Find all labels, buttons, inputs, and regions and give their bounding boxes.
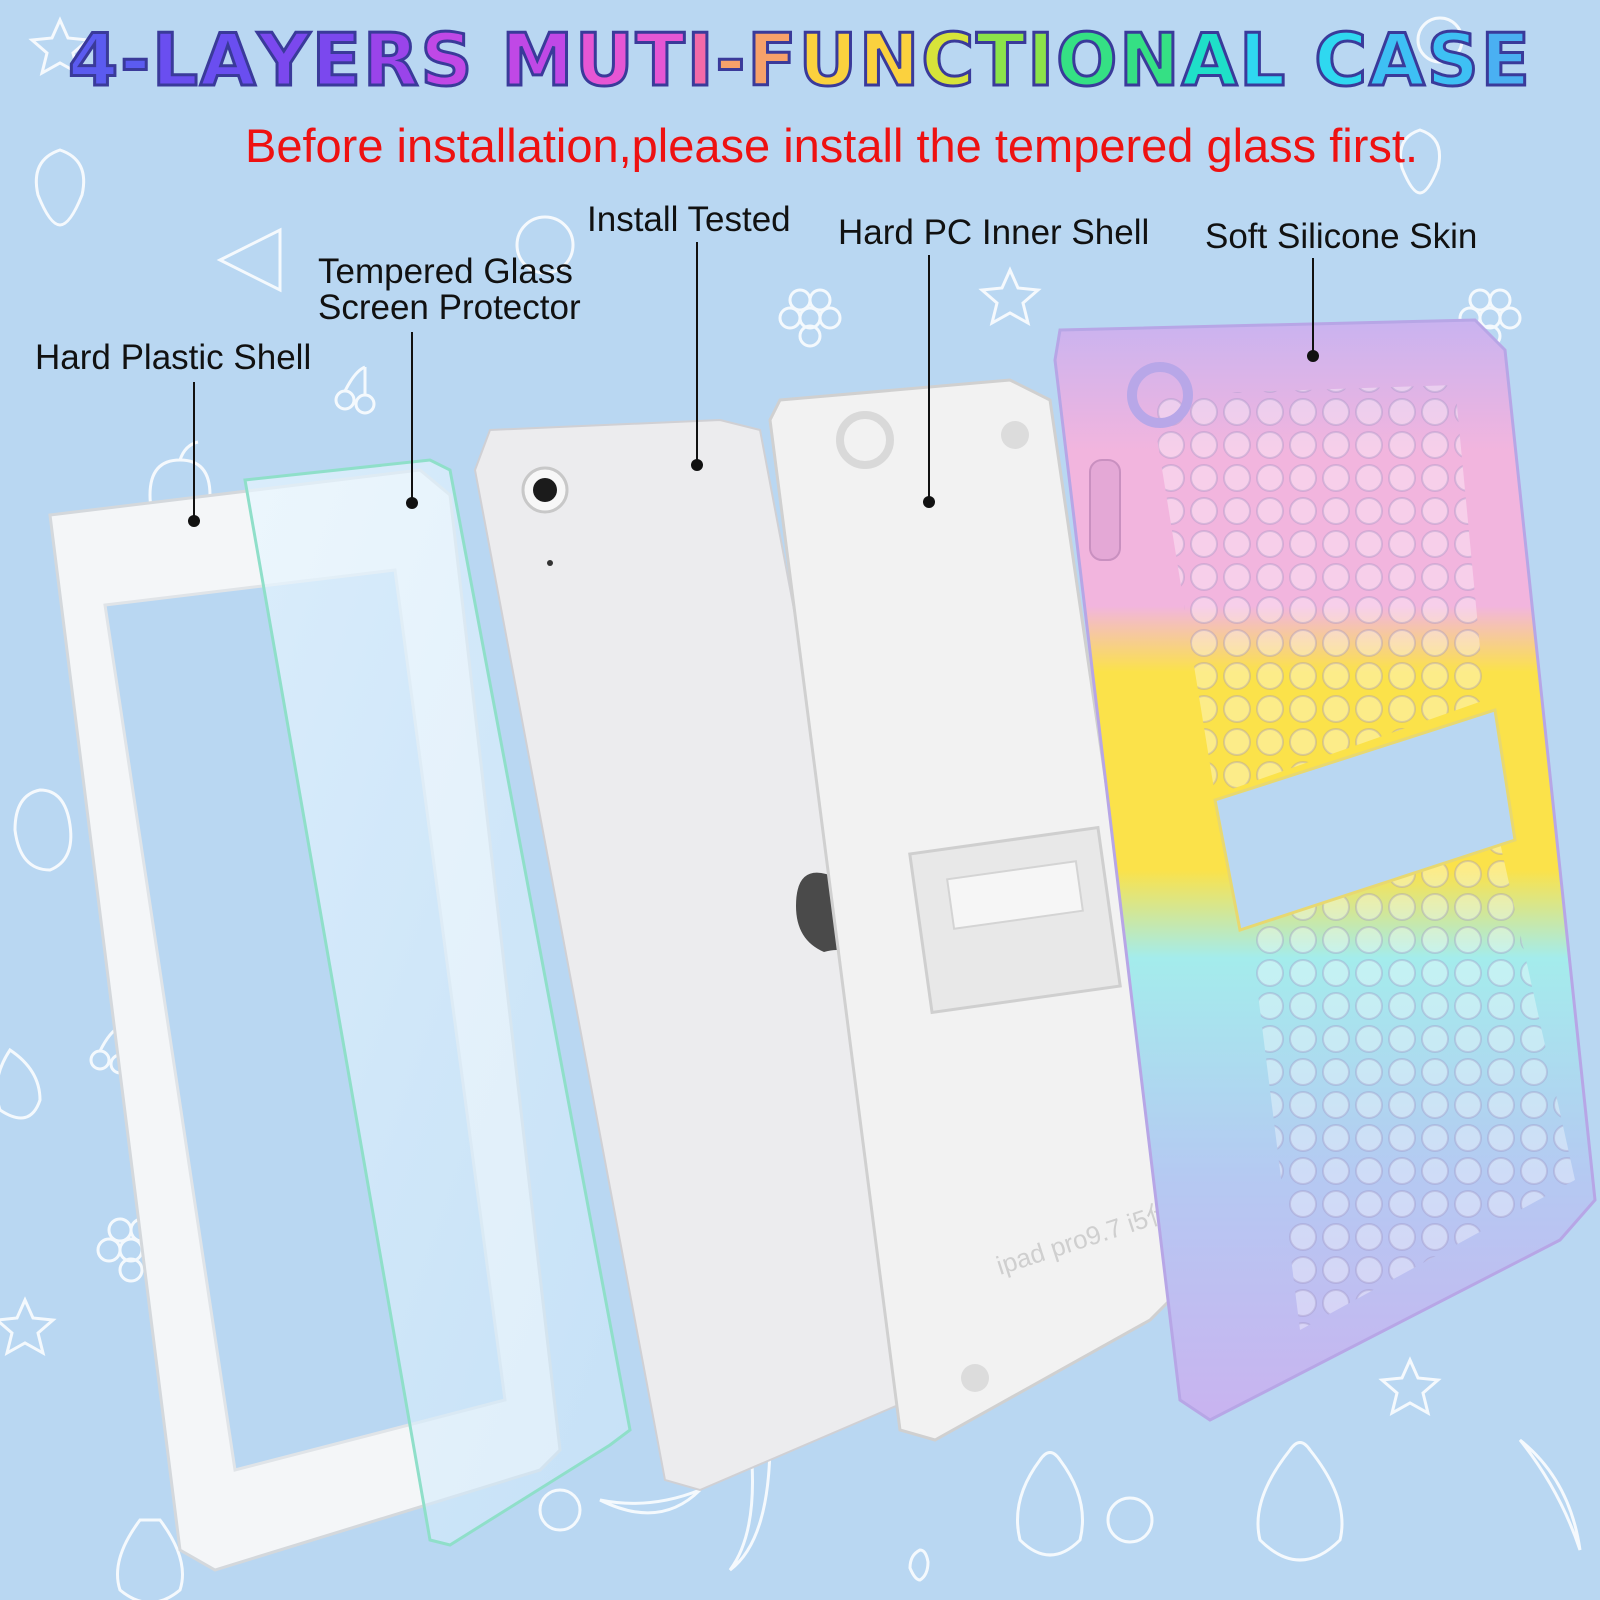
soft-silicone-skin [1053,318,1597,1422]
leader-dot [1307,350,1319,362]
orange-doodle [538,1488,582,1532]
title-letter: S [1425,17,1481,104]
label-soft-silicone-skin: Soft Silicone Skin [1205,217,1478,256]
label-tempered-glass-line2: Screen Protector [318,288,581,327]
pear-doodle [1016,1451,1084,1557]
leader-line [193,382,195,520]
star-doodle [1378,1356,1442,1416]
title-letter: E [310,17,364,104]
title-letter: C [1313,17,1370,104]
tempered-glass-protector [243,458,632,1547]
star-doodle [0,1296,57,1356]
star-doodle [28,16,92,76]
title-letter: T [975,17,1028,104]
title-letter: F [746,17,799,104]
orange-doodle [1106,1496,1154,1544]
leader-dot [406,497,418,509]
leader-line [411,332,413,502]
leader-dot [188,515,200,527]
banana-doodle [1518,1438,1582,1551]
pear-doodle [0,1047,42,1120]
strawberry-doodle [34,148,86,227]
title-letter: Y [256,17,312,104]
title-letter: L [1238,17,1288,104]
leader-dot [923,496,935,508]
title-letter: C [920,17,977,104]
page-title: 4-LAYERS MUTI-FUNCTIONAL CASE [0,17,1600,104]
pear-doodle [116,1518,184,1600]
title-letter: I [1026,17,1057,104]
handle-cutout [1213,708,1517,932]
title-letter: M [500,17,576,104]
title-letter: I [685,17,716,104]
title-letter: T [634,17,687,104]
leader-line [1312,258,1314,356]
title-letter: A [1368,17,1427,104]
title-letter: N [1118,17,1182,104]
label-tempered-glass-line1: Tempered Glass [318,252,573,291]
installation-instruction: Before installation,please install the t… [245,119,1419,172]
leader-dot [691,459,703,471]
orange-doodle [515,215,575,275]
title-letter: - [714,17,748,104]
strawberry-doodle [1399,128,1441,195]
star-doodle [978,266,1042,326]
label-hard-pc-inner-shell: Hard PC Inner Shell [838,213,1150,252]
hard-pc-inner-shell: ipad pro9.7 i5代/6代 [768,378,1222,1442]
title-letter: O [1055,17,1120,104]
title-letter: A [1180,17,1240,104]
label-hard-plastic-shell: Hard Plastic Shell [35,338,312,377]
label-install-tested: Install Tested [587,200,791,239]
title-letter: L [151,17,200,104]
apple-doodle [13,788,73,872]
watermelon-doodle [216,227,282,293]
grapes-doodle [778,288,842,348]
title-letter: S [419,17,475,104]
title-letter: E [1479,17,1532,104]
title-letter: N [858,17,922,104]
title-letter: R [362,17,421,104]
berry-doodle [908,1548,930,1582]
title-letter: A [199,17,258,104]
leader-line [696,242,698,464]
title-letter: - [119,17,153,104]
orange-doodle [1416,16,1464,64]
pear-doodle [1256,1441,1344,1562]
leader-line [928,255,930,500]
banana-doodle [728,1438,772,1572]
title-letter: 4 [67,17,121,104]
title-letter: U [574,17,636,104]
title-letter: U [797,17,860,104]
cherry-doodle [334,365,376,415]
